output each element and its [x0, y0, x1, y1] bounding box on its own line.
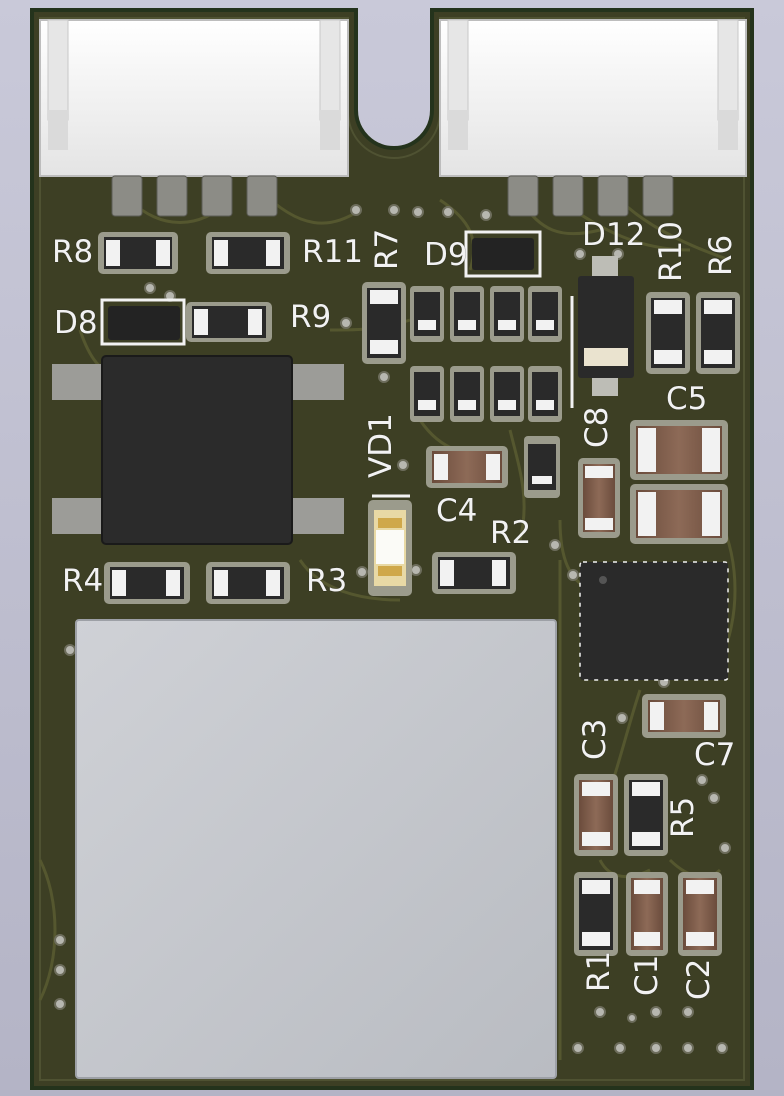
resistor-r9	[186, 302, 272, 342]
ic-right	[579, 561, 729, 681]
diode-array	[410, 286, 562, 422]
ic-left	[52, 355, 344, 545]
capacitor-c4	[426, 446, 508, 488]
label-r2: R2	[490, 515, 532, 551]
resistor-r4	[104, 562, 190, 604]
diode-d12	[570, 256, 634, 408]
diode-small	[524, 436, 560, 498]
label-vd1: VD1	[363, 413, 399, 478]
resistor-r10	[646, 292, 690, 374]
label-c1: C1	[629, 954, 665, 996]
label-c2: C2	[681, 958, 717, 1000]
label-r10: R10	[653, 221, 689, 282]
label-r8: R8	[52, 234, 94, 270]
resistor-r8	[98, 232, 178, 274]
capacitor-c5	[630, 420, 728, 544]
resistor-r2	[432, 552, 516, 594]
label-r3: R3	[306, 563, 348, 599]
connector-right	[439, 19, 747, 217]
label-r7: R7	[369, 228, 405, 270]
label-r6: R6	[703, 234, 739, 276]
label-r4: R4	[62, 563, 104, 599]
label-d8: D8	[54, 305, 98, 341]
diode-d9	[464, 230, 542, 278]
label-c7: C7	[694, 737, 736, 773]
label-c5: C5	[666, 381, 708, 417]
diode-d8	[100, 298, 186, 346]
label-c8: C8	[579, 406, 615, 448]
resistor-r6	[696, 292, 740, 374]
label-r9: R9	[290, 299, 332, 335]
resistor-r7	[362, 282, 406, 364]
label-d12: D12	[582, 217, 646, 253]
capacitor-c3	[574, 774, 618, 856]
resistor-r3	[206, 562, 290, 604]
resistor-r11	[206, 232, 290, 274]
label-r11: R11	[302, 234, 363, 270]
label-r1: R1	[581, 950, 617, 992]
resistor-r1	[574, 872, 618, 956]
label-c4: C4	[436, 493, 478, 529]
connector-left	[39, 19, 349, 217]
capacitor-c7	[642, 694, 726, 738]
resistor-r5	[624, 774, 668, 856]
label-r5: R5	[665, 796, 701, 838]
led-vd1	[368, 494, 412, 596]
rf-shield	[75, 619, 557, 1079]
label-c3: C3	[577, 718, 613, 760]
capacitor-c8	[578, 458, 620, 538]
label-d9: D9	[424, 237, 468, 273]
vias	[54, 204, 731, 1054]
capacitor-c1	[626, 872, 668, 956]
capacitor-c2	[678, 872, 722, 956]
